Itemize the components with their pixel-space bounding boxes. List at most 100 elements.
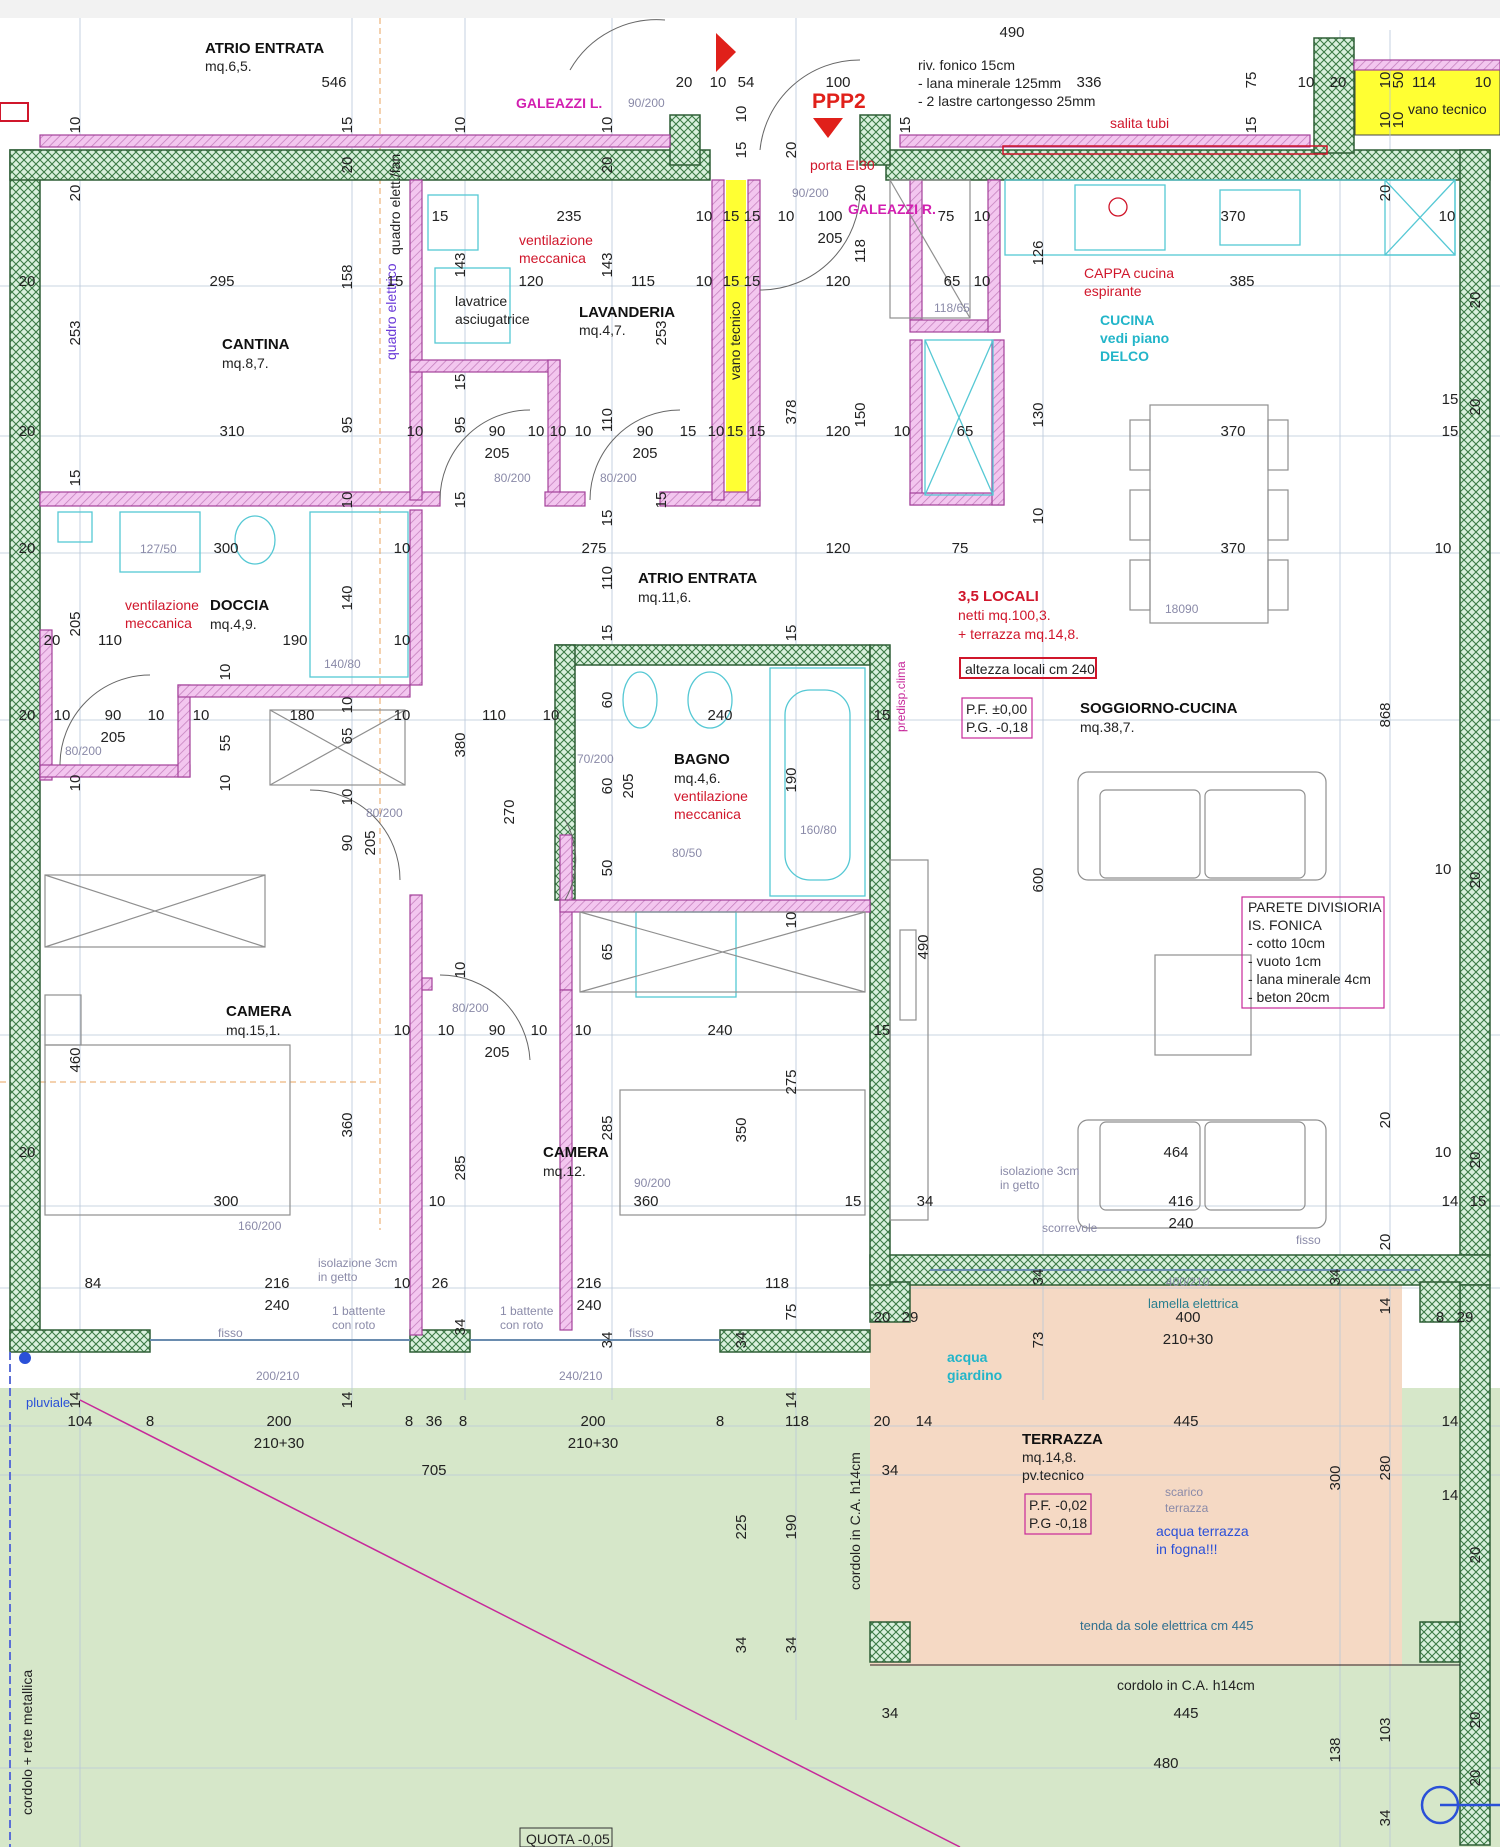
dimension-label-vertical: 20: [1467, 1547, 1484, 1564]
dimension-label-vertical: 205: [362, 830, 379, 855]
dimension-label: 10: [550, 423, 567, 440]
lastre-label: - 2 lastre cartongesso 25mm: [918, 93, 1095, 109]
quota-label: QUOTA -0,05: [526, 1831, 610, 1847]
lamella-label: lamella elettrica: [1148, 1296, 1239, 1311]
dimension-label: 14: [1442, 1413, 1459, 1430]
dimension-label: 90: [489, 423, 506, 440]
dimension-label: 10: [1298, 74, 1315, 91]
door-swings: [59, 19, 861, 1061]
riv-fonico-label: riv. fonico 15cm: [918, 57, 1015, 73]
dimension-label: 10: [394, 632, 411, 649]
dimension-label: 118: [765, 1275, 789, 1292]
dimension-label-vertical: 138: [1327, 1737, 1344, 1762]
room-name-atrio: ATRIO ENTRATA: [638, 570, 757, 587]
dimension-label-vertical: 75: [783, 1304, 800, 1321]
dimension-label: 15: [744, 208, 761, 225]
dimension-label: 205: [632, 445, 657, 462]
dimension-label: 10: [429, 1193, 446, 1210]
dimension-label: 385: [1229, 273, 1254, 290]
bed-label-160-200: 160/200: [238, 1219, 282, 1233]
exterior-walls: [9, 37, 1491, 1846]
dimension-label-vertical: 600: [1030, 867, 1047, 892]
dimension-label: 370: [1220, 540, 1245, 557]
pluviale-label: pluviale: [26, 1395, 70, 1410]
reference-lines: [0, 18, 381, 1230]
dimension-label-vertical: 34: [733, 1637, 750, 1654]
door-label-80-200e: 80/200: [452, 1001, 489, 1015]
dimension-label-vertical: 15: [897, 117, 914, 134]
dimension-label: 216: [576, 1275, 601, 1292]
dimension-label: 10: [1435, 540, 1452, 557]
dimension-label-vertical: 190: [783, 767, 800, 792]
room-name-cantina: CANTINA: [222, 336, 290, 353]
dimension-label: 8: [459, 1413, 467, 1430]
room-name-bagno: BAGNO: [674, 751, 730, 768]
window-label-200-210: 200/210: [256, 1369, 300, 1383]
vano-tecnico-vertical-label: vano tecnico: [727, 301, 743, 380]
dimension-label-vertical: 10: [1030, 508, 1047, 525]
cordolo-rete-label: cordolo + rete metallica: [19, 1670, 35, 1815]
battente-label-2b: con roto: [500, 1318, 544, 1332]
dimension-label: 29: [902, 1309, 919, 1326]
dimension-label: 480: [1153, 1755, 1178, 1772]
dimension-label: 65: [957, 423, 974, 440]
door-label-90-200b: 90/200: [792, 186, 829, 200]
vent-doc-label-1: ventilazione: [125, 597, 199, 613]
dimension-label: 210+30: [1163, 1331, 1213, 1348]
dimension-label-vertical: 50: [1390, 72, 1407, 89]
dimension-label: 118: [785, 1413, 809, 1430]
locali-label-2: netti mq.100,3.: [958, 607, 1051, 623]
dimension-label: 15: [1442, 423, 1459, 440]
dimension-label-vertical: 34: [733, 1332, 750, 1349]
dimension-label: 10: [710, 74, 727, 91]
misc-strokes: [9, 33, 1500, 1847]
quadro-elettrico-fan-label: quadro elett./fan: [387, 154, 403, 255]
dimension-label-vertical: 110: [599, 566, 616, 590]
dimension-label: 20: [19, 1144, 36, 1161]
dimension-label-vertical: 65: [599, 944, 616, 961]
cappa-label-2: espirante: [1084, 283, 1142, 299]
dimension-label-vertical: 20: [1467, 399, 1484, 416]
dimension-label-vertical: 20: [339, 157, 356, 174]
dimension-label-vertical: 20: [1467, 1770, 1484, 1787]
dimension-label: 15: [727, 423, 744, 440]
room-area-camera2: mq.12.: [543, 1163, 586, 1179]
window-label-240-210: 240/210: [559, 1369, 603, 1383]
dimension-label: 20: [874, 1309, 891, 1326]
room-area-doccia: mq.4,9.: [210, 616, 257, 632]
dimension-label-vertical: 10: [599, 117, 616, 134]
dimension-label-vertical: 34: [1030, 1269, 1047, 1286]
dimension-label-vertical: 10: [217, 775, 234, 792]
interior-partitions: [39, 59, 1500, 1336]
dimension-label: 310: [219, 423, 244, 440]
dimension-label: 205: [100, 729, 125, 746]
dimension-label: 10: [543, 707, 560, 724]
isolazione-label-1b: in getto: [318, 1270, 358, 1284]
dimension-label: 8: [146, 1413, 154, 1430]
dimension-label: 240: [576, 1297, 601, 1314]
vent-lav-label-2: meccanica: [519, 250, 586, 266]
door-label-80-200d: 80/200: [366, 806, 403, 820]
dimension-label: 10: [148, 707, 165, 724]
predisp-label: predisp.clima: [894, 661, 908, 732]
dimension-label: 20: [19, 273, 36, 290]
dimension-label-vertical: 60: [599, 778, 616, 795]
dimension-label: 29: [1457, 1309, 1474, 1326]
dimension-label-vertical: 868: [1377, 702, 1394, 727]
dimension-label: 295: [209, 273, 234, 290]
dimension-label-vertical: 126: [1030, 240, 1047, 265]
dimension-label-vertical: 14: [67, 1392, 84, 1409]
vano-tecnico-strip: [726, 180, 746, 498]
dimension-label: 15: [1470, 1193, 1487, 1210]
dimension-label: 34: [882, 1705, 899, 1722]
dimension-label-vertical: 103: [1377, 1717, 1394, 1742]
dimension-label: 10: [193, 707, 210, 724]
cucina-label-1: CUCINA: [1100, 312, 1154, 328]
dimension-label-vertical: 14: [339, 1392, 356, 1409]
room-area-atrio-top: mq.6,5.: [205, 58, 252, 74]
dimension-label: 26: [432, 1275, 449, 1292]
locali-label-3: + terrazza mq.14,8.: [958, 626, 1079, 642]
dimension-label-vertical: 190: [783, 1514, 800, 1539]
dimension-label: 240: [1168, 1215, 1193, 1232]
